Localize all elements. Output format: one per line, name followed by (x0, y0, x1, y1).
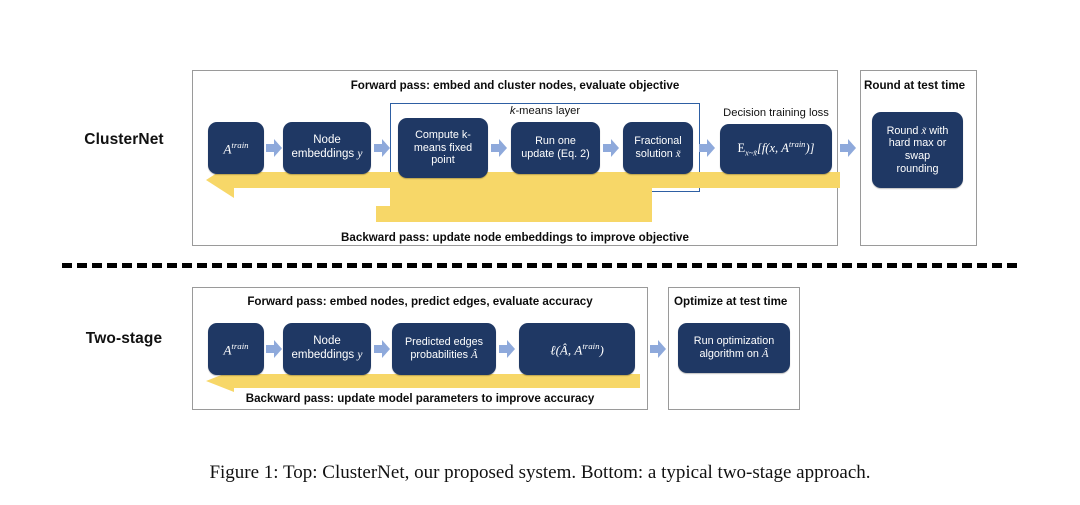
row-label-two-stage: Two-stage (62, 330, 186, 348)
decision-training-loss-label: Decision training loss (716, 107, 836, 119)
clusternet-backward-pass-caption: Backward pass: update node embeddings to… (192, 231, 838, 244)
row-label-two-stage-text: Two-stage (85, 330, 163, 347)
decision-training-loss-text: Decision training loss (723, 107, 829, 119)
connector-arrow-2-bottom (374, 340, 390, 358)
clusternet-forward-pass-caption: Forward pass: embed and cluster nodes, e… (192, 79, 838, 92)
connector-arrow-to-test-panel-top (840, 139, 856, 157)
connector-arrow-5-top (699, 139, 715, 157)
two-stage-backward-pass-caption: Backward pass: update model parameters t… (192, 392, 648, 405)
box-decision-training-loss[interactable]: Ex~x̃[f(x, Atrain)] (720, 124, 832, 174)
two-stage-forward-pass-text: Forward pass: embed nodes, predict edges… (247, 295, 593, 308)
box-a-train-bottom[interactable]: Atrain (208, 323, 264, 375)
clusternet-backward-arrow (206, 162, 840, 222)
kmeans-layer-label: k-means layer (509, 105, 581, 117)
connector-arrow-4-top (603, 139, 619, 157)
connector-arrow-1-top (266, 139, 282, 157)
two-stage-forward-pass-caption: Forward pass: embed nodes, predict edges… (192, 295, 648, 308)
round-at-test-time-caption: Round at test time (864, 79, 981, 92)
row-label-clusternet-text: ClusterNet (84, 131, 164, 148)
section-divider (62, 263, 1017, 268)
connector-arrow-3-bottom (499, 340, 515, 358)
row-label-clusternet: ClusterNet (62, 131, 186, 149)
two-stage-backward-pass-text: Backward pass: update model parameters t… (245, 392, 595, 405)
two-stage-backward-arrow (206, 370, 640, 392)
round-at-test-time-caption-text: Round at test time (864, 79, 966, 92)
box-a-train-top[interactable]: Atrain (208, 122, 264, 174)
connector-arrow-2-top (374, 139, 390, 157)
clusternet-forward-pass-text: Forward pass: embed and cluster nodes, e… (350, 79, 680, 92)
optimize-at-test-time-caption-text: Optimize at test time (674, 295, 788, 308)
figure-caption: Figure 1: Top: ClusterNet, our proposed … (0, 462, 1080, 484)
optimize-at-test-time-caption: Optimize at test time (674, 295, 806, 308)
connector-arrow-3-top (491, 139, 507, 157)
box-two-stage-loss[interactable]: ℓ(Â, Atrain) (519, 323, 635, 375)
connector-arrow-1-bottom (266, 340, 282, 358)
figure-caption-text: Figure 1: Top: ClusterNet, our proposed … (209, 462, 871, 483)
connector-arrow-to-test-panel-bottom (650, 340, 666, 358)
clusternet-backward-pass-text: Backward pass: update node embeddings to… (341, 231, 689, 244)
